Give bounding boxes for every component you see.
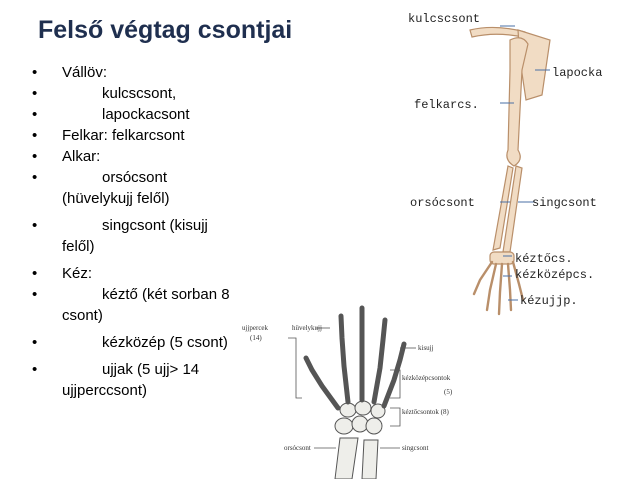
arm-bones	[469, 26, 551, 265]
radius-bone	[334, 437, 359, 479]
label-orsocsont: orsócsont	[410, 196, 475, 210]
label-ujjpercek: ujjpercek	[242, 324, 269, 332]
slide-title: Felső végtag csontjai	[38, 16, 293, 44]
label-kulcscsont: kulcscsont	[408, 12, 480, 26]
label-kezkozepcs: kézközépcs.	[515, 268, 594, 282]
bullet-item: kulcscsont,	[32, 83, 242, 104]
label-hand-orsocsont: orsócsont	[284, 444, 311, 452]
label-hand-singcsont: singcsont	[402, 444, 429, 452]
ulna-bone	[361, 439, 379, 479]
label-ujjpercek-count: (14)	[250, 334, 262, 342]
bullet-item: lapockacsont	[32, 104, 242, 125]
bullet-item: Kéz:	[32, 263, 242, 284]
label-kisujj: kisujj	[418, 344, 434, 352]
label-lapocka: lapocka	[552, 66, 602, 80]
carpal-bones	[489, 251, 515, 265]
bullet-list: Vállöv: kulcscsont, lapockacsont Felkar:…	[32, 62, 242, 407]
label-felkarcs: felkarcs.	[414, 98, 479, 112]
bullet-item: kéztő (két sorban 8 csont)	[32, 284, 242, 326]
hand-bones	[334, 400, 386, 479]
label-kezujjp: kézujjp.	[520, 294, 578, 308]
radius-bone	[492, 165, 514, 251]
bullet-item: singcsont (kisujj felől)	[32, 215, 242, 257]
bullet-item: kézközép (5 csont)	[32, 332, 242, 353]
bullet-item: orsócsont (hüvelykujj felől)	[32, 167, 242, 209]
label-singcsont: singcsont	[532, 196, 597, 210]
arm-leader-lines	[500, 25, 550, 301]
finger-bones	[472, 260, 525, 316]
bullet-item: Felkar: felkarcsont	[32, 125, 242, 146]
label-kezkozepcsontok: kézközépcsontok	[402, 374, 451, 382]
hand-skeleton-figure: ujjpercek (14) hüvelykujj kisujj kézközé…	[242, 305, 453, 479]
bullet-item: Alkar:	[32, 146, 242, 167]
arm-skeleton-figure: kulcscsont lapocka felkarcs. orsócsont s…	[408, 12, 602, 316]
humerus-bone	[506, 37, 529, 167]
label-huvelykujj: hüvelykujj	[292, 324, 322, 332]
hand-leader-lines	[288, 327, 416, 449]
bullet-item: ujjak (5 ujj> 14 ujjperccsont)	[32, 359, 242, 401]
label-keztocsontok: kéztőcsontok (8)	[402, 408, 450, 416]
label-keztocs: kéztőcs.	[515, 252, 573, 266]
bullet-item: Vállöv:	[32, 62, 242, 83]
hand-finger-bones	[303, 305, 407, 411]
label-kezkozepcsontok-count: (5)	[444, 388, 453, 396]
